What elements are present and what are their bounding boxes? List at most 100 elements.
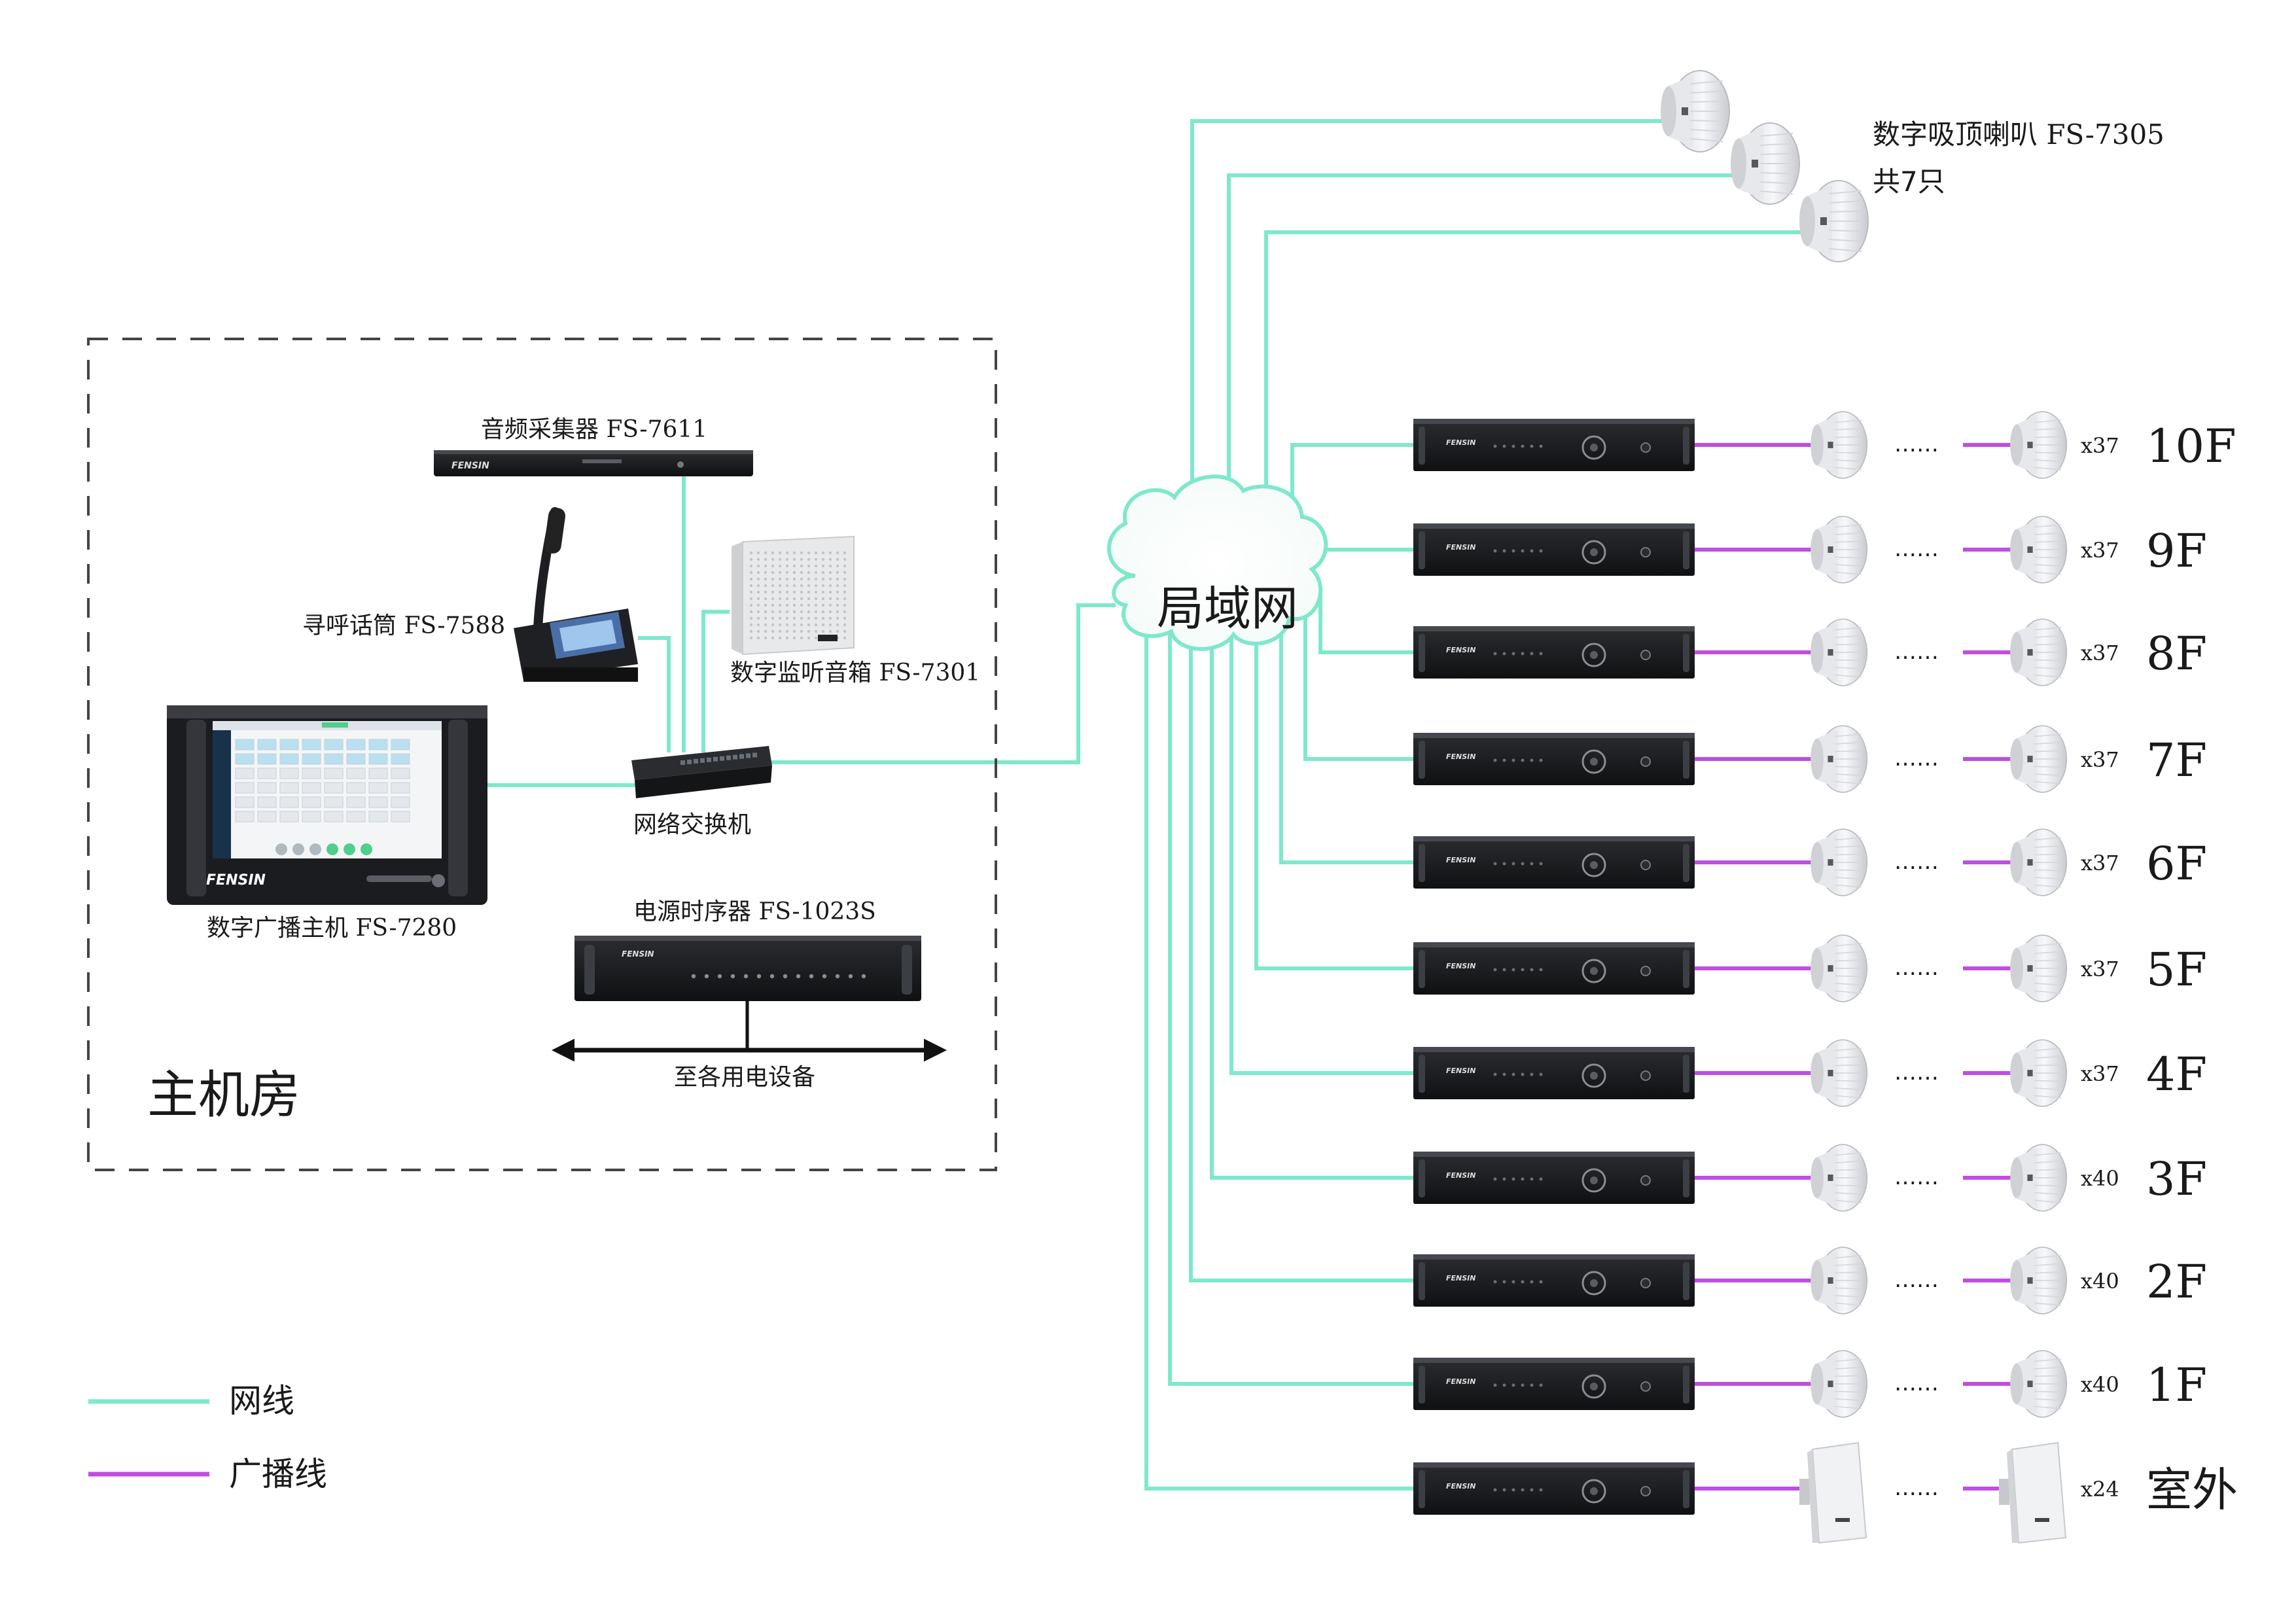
floor-row-10F: FENSIN …… x37 10F — [1413, 411, 2236, 479]
brand-logo: FENSIN — [1446, 962, 1475, 970]
audio-collector: FENSIN 音频采集器 FS-7611 — [434, 416, 753, 476]
speaker-ellipsis: …… — [1894, 639, 1939, 665]
outdoor-speaker-icon — [1799, 1441, 1867, 1544]
brand-logo: FENSIN — [1446, 1482, 1475, 1491]
ceiling-speaker-icon — [1810, 1350, 1868, 1418]
ceiling-speaker-title: 数字吸顶喇叭 FS-7305 — [1873, 118, 2164, 150]
speaker-count: x37 — [2081, 433, 2119, 458]
brand-logo: FENSIN — [1446, 856, 1475, 864]
speaker-ellipsis: …… — [1894, 1267, 1939, 1293]
power-amplifier: FENSIN — [1413, 836, 1695, 889]
main-room-boundary — [87, 338, 997, 1171]
network-switch: 网络交换机 — [631, 746, 772, 838]
broadcast-host-label: 数字广播主机 FS-7280 — [207, 915, 457, 942]
power-amplifier: FENSIN — [1413, 626, 1695, 679]
floor-name: 1F — [2146, 1358, 2207, 1412]
ceiling-speaker-icon — [1810, 1144, 1868, 1212]
ceiling-speaker-icon — [2010, 1246, 2068, 1315]
legend-network-label: 网线 — [229, 1382, 294, 1420]
net-link-floor-amp — [1189, 589, 1413, 1282]
speaker-count: x37 — [2081, 747, 2119, 772]
speaker-ellipsis: …… — [1894, 1164, 1939, 1190]
net-link-top-ceiling — [1190, 119, 1680, 523]
power-amplifier: FENSIN — [1413, 523, 1695, 576]
paging-microphone-label: 寻呼话筒 FS-7588 — [302, 612, 505, 639]
power-amplifier: FENSIN — [1413, 1047, 1695, 1099]
speaker-ellipsis: …… — [1894, 431, 1939, 457]
speaker-count: x37 — [2081, 957, 2119, 981]
ceiling-speaker-icon — [1731, 122, 1800, 205]
net-link-top-ceiling — [1227, 173, 1750, 530]
power-sequencer-label: 电源时序器 FS-1023S — [633, 898, 876, 925]
paging-microphone: 寻呼话筒 FS-7588 — [302, 507, 638, 682]
power-amplifier: FENSIN — [1413, 1462, 1695, 1515]
speaker-ellipsis: …… — [1894, 1370, 1939, 1396]
power-distribution-label: 至各用电设备 — [674, 1064, 815, 1091]
svg-text:FENSIN: FENSIN — [206, 872, 266, 889]
brand-logo: FENSIN — [1446, 1274, 1475, 1282]
floor-name: 10F — [2146, 419, 2236, 473]
power-amplifier: FENSIN — [1413, 1152, 1695, 1204]
power-amplifier: FENSIN — [1413, 1254, 1695, 1307]
net-link-floor-amp — [1229, 589, 1413, 1075]
net-link-floor-amp — [1254, 589, 1413, 970]
floor-row-5F: FENSIN …… x37 5F — [1413, 934, 2207, 1002]
ceiling-speaker-icon — [2010, 1039, 2068, 1107]
speaker-count: x37 — [2081, 851, 2119, 875]
brand-logo: FENSIN — [1446, 1067, 1475, 1075]
floor-name: 9F — [2146, 524, 2207, 578]
net-link-floor-amp — [1168, 589, 1413, 1386]
ceiling-speaker-icon — [1799, 180, 1869, 262]
net-link-top-ceiling — [1264, 230, 1819, 537]
speaker-count: x24 — [2081, 1477, 2119, 1502]
ceiling-speaker-icon — [2010, 411, 2068, 479]
ceiling-speaker-icon — [1810, 934, 1868, 1002]
power-sequencer: FENSIN 电源时序器 FS-1023S — [574, 898, 921, 1001]
floor-name: 2F — [2146, 1255, 2207, 1309]
ceiling-speaker-icon — [1810, 411, 1868, 479]
ceiling-speaker-icon — [1810, 1246, 1868, 1315]
brand-logo: FENSIN — [1446, 1377, 1475, 1386]
brand-logo: FENSIN — [1446, 752, 1475, 761]
speaker-count: x37 — [2081, 1061, 2119, 1086]
speaker-ellipsis: …… — [1894, 955, 1939, 981]
ceiling-speaker-icon — [2010, 516, 2068, 584]
floor-row-1F: FENSIN …… x40 1F — [1413, 1350, 2207, 1418]
floor-name: 3F — [2146, 1152, 2207, 1206]
brand-logo: FENSIN — [1446, 543, 1475, 552]
svg-text:FENSIN: FENSIN — [451, 461, 489, 471]
brand-logo: FENSIN — [1446, 438, 1475, 447]
ceiling-speaker-icon — [2010, 828, 2068, 896]
main-room-title: 主机房 — [147, 1066, 300, 1125]
power-amplifier: FENSIN — [1413, 733, 1695, 785]
power-amplifier: FENSIN — [1413, 942, 1695, 995]
lan-cloud-label: 局域网 — [1157, 581, 1298, 636]
net-link-paging-mic — [638, 636, 671, 752]
ceiling-speaker-icon — [2010, 1350, 2068, 1418]
ceiling-speaker-icon — [2010, 1144, 2068, 1212]
brand-logo: FENSIN — [1446, 646, 1475, 654]
ceiling-speaker-group — [1661, 70, 1869, 262]
net-link-switch-to-lan — [769, 603, 1116, 764]
net-link-floor-amp — [1144, 589, 1413, 1491]
speaker-ellipsis: …… — [1894, 745, 1939, 771]
network-switch-label: 网络交换机 — [633, 811, 751, 838]
speaker-ellipsis: …… — [1894, 1475, 1939, 1501]
brand-logo: FENSIN — [1446, 1171, 1475, 1180]
speaker-count: x37 — [2081, 641, 2119, 665]
ceiling-speaker-count: 共7只 — [1873, 166, 1945, 198]
floor-name: 5F — [2146, 943, 2207, 997]
floor-name: 6F — [2146, 837, 2207, 891]
legend-broadcast-label: 广播线 — [229, 1455, 327, 1493]
speaker-count: x40 — [2081, 1372, 2119, 1397]
net-link-monitor — [701, 610, 730, 752]
